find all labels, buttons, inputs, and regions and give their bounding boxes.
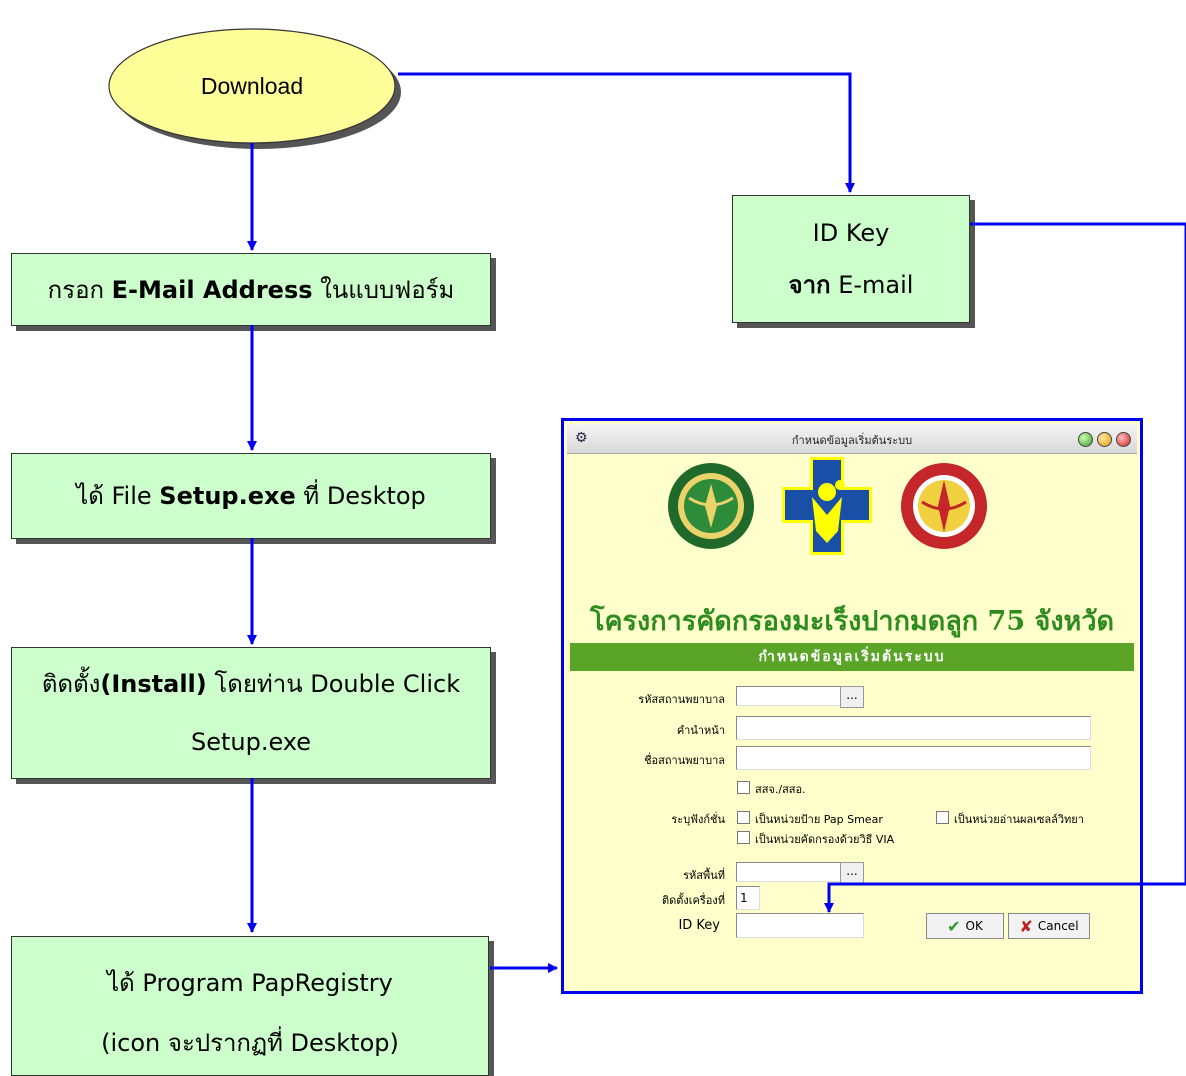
via-label: เป็นหน่วยคัดกรองด้วยวิธี VIA bbox=[755, 833, 895, 846]
via-checkbox[interactable] bbox=[737, 831, 750, 844]
office-checkbox-label: สสจ./สสอ. bbox=[755, 783, 806, 796]
step-setup-file: ได้ File Setup.exe ที่ Desktop bbox=[11, 453, 491, 539]
pap-smear-checkbox[interactable] bbox=[737, 811, 750, 824]
hospital-code-label: รหัสสถานพยาบาล bbox=[638, 693, 725, 706]
ok-label: OK bbox=[965, 919, 983, 933]
step-install-line1: ติดตั้ง(Install) โดยท่าน Double Click bbox=[42, 658, 460, 710]
step-install: ติดตั้ง(Install) โดยท่าน Double Click Se… bbox=[11, 647, 491, 779]
dialog-titlebar: ⚙ กำหนดข้อมูลเริ่มต้นระบบ bbox=[567, 424, 1137, 454]
hospital-name-label: ชื่อสถานพยาบาล bbox=[644, 754, 725, 767]
step3-bold: (Install) bbox=[100, 670, 207, 698]
x-icon: ✘ bbox=[1019, 916, 1033, 936]
step-enter-email-text: กรอก E-Mail Address ในแบบฟอร์ม bbox=[48, 264, 455, 316]
maximize-button[interactable] bbox=[1097, 432, 1112, 447]
step-enter-email: กรอก E-Mail Address ในแบบฟอร์ม bbox=[11, 253, 491, 326]
id-key-input[interactable] bbox=[736, 913, 864, 938]
step1-bold: E-Mail Address bbox=[111, 275, 313, 304]
machine-install-input[interactable]: 1 bbox=[736, 886, 760, 910]
cytology-label: เป็นหน่วยอ่านผลเซลล์วิทยา bbox=[954, 813, 1084, 826]
section-header: กำหนดข้อมูลเริ่มต้นระบบ bbox=[570, 643, 1134, 671]
ministry-seal-icon bbox=[668, 463, 754, 549]
step2-pre: ได้ File bbox=[76, 482, 160, 510]
dialog-title: กำหนดข้อมูลเริ่มต้นระบบ bbox=[791, 434, 913, 447]
close-button[interactable] bbox=[1116, 432, 1131, 447]
step-setup-file-text: ได้ File Setup.exe ที่ Desktop bbox=[76, 470, 426, 522]
machine-install-label: ติดตั้งเครื่องที่ bbox=[661, 894, 725, 907]
step-install-line2: Setup.exe bbox=[190, 728, 312, 756]
cancel-button[interactable]: ✘ Cancel bbox=[1008, 913, 1090, 939]
start-label: Download bbox=[201, 73, 303, 99]
hospital-name-input[interactable] bbox=[736, 746, 1091, 770]
pap-smear-label: เป็นหน่วยป้าย Pap Smear bbox=[755, 813, 883, 826]
ok-button[interactable]: ✔ OK bbox=[926, 913, 1004, 939]
area-code-browse-button[interactable]: ... bbox=[840, 862, 864, 884]
prefix-label: คำนำหน้า bbox=[676, 724, 725, 737]
cancel-label: Cancel bbox=[1037, 919, 1079, 933]
id-key-label: ID Key bbox=[678, 918, 720, 933]
step1-post: ในแบบฟอร์ม bbox=[312, 275, 455, 304]
check-icon: ✔ bbox=[947, 916, 961, 936]
functions-label: ระบุฟังก์ชั่น bbox=[671, 813, 725, 826]
prefix-input[interactable] bbox=[736, 716, 1091, 740]
hospital-code-browse-button[interactable]: ... bbox=[840, 686, 864, 708]
step-program: ได้ Program PapRegistry (icon จะปรากฏที่… bbox=[11, 936, 489, 1076]
step-program-line1: ได้ Program PapRegistry bbox=[107, 969, 393, 997]
office-checkbox[interactable] bbox=[737, 781, 750, 794]
cross-logo-icon bbox=[782, 457, 872, 555]
init-settings-dialog: ⚙ กำหนดข้อมูลเริ่มต้นระบบ โครงการคัดกรอง… bbox=[561, 418, 1143, 994]
step3-post: โดยท่าน Double Click bbox=[206, 670, 461, 698]
area-code-label: รหัสพื้นที่ bbox=[683, 869, 725, 882]
project-title: โครงการคัดกรองมะเร็งปากมดลูก 75 จังหวัด bbox=[589, 606, 1115, 637]
cytology-checkbox[interactable] bbox=[936, 811, 949, 824]
step1-pre: กรอก bbox=[47, 275, 112, 304]
app-icon: ⚙ bbox=[575, 430, 588, 446]
cancer-society-seal-icon bbox=[901, 463, 987, 549]
minimize-button[interactable] bbox=[1078, 432, 1093, 447]
step2-bold: Setup.exe bbox=[159, 482, 296, 510]
step-program-line2: (icon จะปรากฏที่ Desktop) bbox=[101, 1029, 399, 1057]
step3-pre: ติดตั้ง bbox=[41, 670, 101, 698]
idkey-bold: จาก bbox=[788, 271, 831, 299]
step2-post: ที่ Desktop bbox=[295, 482, 426, 510]
